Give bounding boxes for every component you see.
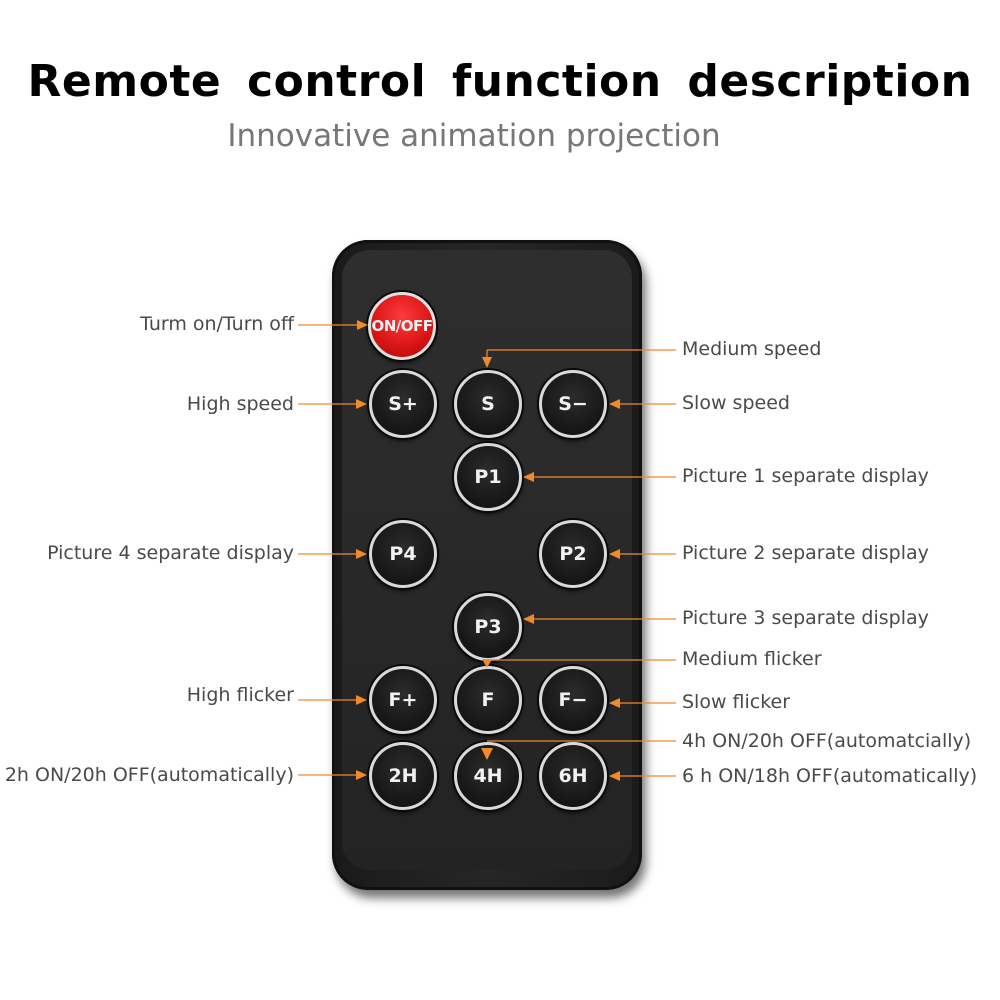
onoff-button[interactable]: ON/OFF (368, 292, 436, 360)
picture2-button[interactable]: P2 (539, 520, 607, 588)
speed-up-button[interactable]: S+ (369, 370, 437, 438)
timer-6h-button[interactable]: 6H (539, 742, 607, 810)
label-medium-speed: Medium speed (682, 338, 822, 360)
picture3-button[interactable]: P3 (454, 593, 522, 661)
label-high-flicker: High flicker (186, 684, 294, 706)
label-picture3: Picture 3 separate display (682, 607, 929, 629)
label-turn-on-off: Turm on/Turn off (140, 313, 294, 335)
label-slow-speed: Slow speed (682, 392, 790, 414)
flicker-up-button[interactable]: F+ (369, 666, 437, 734)
page-title: Remote control function description (27, 56, 973, 107)
page-subtitle: Innovative animation projection (227, 118, 721, 154)
label-picture2: Picture 2 separate display (682, 542, 929, 564)
picture1-button[interactable]: P1 (454, 443, 522, 511)
label-slow-flicker: Slow flicker (682, 691, 791, 713)
label-picture1: Picture 1 separate display (682, 465, 929, 487)
flicker-down-button[interactable]: F− (539, 666, 607, 734)
timer-4h-button[interactable]: 4H (454, 742, 522, 810)
speed-down-button[interactable]: S− (539, 370, 607, 438)
label-medium-flicker: Medium flicker (682, 648, 822, 670)
picture4-button[interactable]: P4 (369, 520, 437, 588)
label-timer-4h: 4h ON/20h OFF(automatcially) (682, 730, 972, 752)
timer-2h-button[interactable]: 2H (369, 742, 437, 810)
label-timer-2h: 2h ON/20h OFF(automatically) (4, 764, 294, 786)
label-picture4: Picture 4 separate display (47, 542, 294, 564)
label-timer-6h: 6 h ON/18h OFF(automatically) (682, 765, 978, 787)
speed-medium-button[interactable]: S (454, 370, 522, 438)
label-high-speed: High speed (186, 393, 294, 415)
flicker-medium-button[interactable]: F (454, 666, 522, 734)
